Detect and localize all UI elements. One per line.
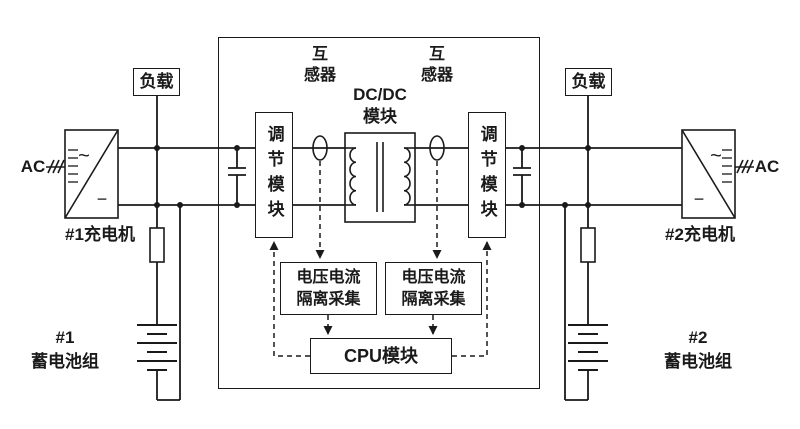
transformer-primary-coil [349, 147, 357, 206]
ct-label-right: 互 感器 [410, 44, 464, 86]
battery-label-left-number: #1 [55, 328, 75, 347]
charger-label-right-text: #2充电机 [665, 225, 735, 244]
transformer-symbol [344, 132, 416, 223]
ct-label-right-line2: 感器 [420, 67, 453, 84]
left-ac-lead [46, 159, 65, 174]
cpu-module-box: CPU模块 [310, 338, 452, 374]
cpu-to-right-regulator [452, 241, 492, 357]
main-unit-frame [218, 37, 540, 389]
ct-label-right-line1: 互 [428, 46, 445, 63]
regulator-module-right-label: 调节模块 [477, 125, 497, 225]
ct-label-left-line2: 感器 [303, 67, 336, 84]
left-converter-ac-symbol: ~ [78, 145, 90, 167]
left-capacitor [228, 148, 246, 205]
battery-label-right: #2 蓄电池组 [648, 326, 748, 374]
cpu-module-label: CPU模块 [343, 345, 418, 366]
load-box-left: 负载 [133, 68, 180, 96]
junction-dots [154, 145, 591, 208]
right-converter-diagonal [681, 129, 736, 219]
ac-label-right-text: AC [754, 157, 780, 176]
dcdc-label-line1: DC/DC [353, 85, 407, 104]
acquisition-box-right-line2: 隔离采集 [401, 290, 466, 308]
left-ct-symbol [312, 135, 328, 161]
transformer-box [344, 132, 416, 223]
right-converter-ac-symbol: ~ [710, 145, 722, 167]
acquisition-box-left-line2: 隔离采集 [296, 290, 361, 308]
left-battery-symbol [137, 324, 177, 371]
charger-label-left: #1充电机 [50, 224, 150, 246]
left-converter-box [64, 129, 119, 219]
right-battery-symbol [568, 324, 608, 371]
charger-label-right: #2充电机 [650, 224, 750, 246]
battery-label-left: #1 蓄电池组 [18, 326, 112, 374]
acquisition-box-left: 电压电流 隔离采集 [280, 262, 377, 315]
right-ac-lead [735, 159, 754, 174]
right-converter-dc-symbol: − [694, 189, 705, 209]
left-converter-hatch [68, 149, 78, 183]
acquisition-box-left-line1: 电压电流 [296, 268, 361, 286]
ac-label-left-text: AC [20, 157, 46, 176]
load-box-left-label: 负载 [139, 72, 174, 92]
dcdc-label-line2: 模块 [363, 107, 397, 126]
left-converter [64, 129, 119, 219]
regulator-module-left-label: 调节模块 [264, 125, 284, 225]
right-converter [681, 129, 736, 219]
regulator-module-right: 调节模块 [468, 112, 506, 238]
right-converter-box [681, 129, 736, 219]
acquisition-box-right: 电压电流 隔离采集 [385, 262, 482, 315]
charger-label-left-text: #1充电机 [65, 225, 135, 244]
ct-label-left-line1: 互 [311, 46, 328, 63]
ct-label-left: 互 感器 [293, 44, 347, 86]
battery-label-right-name: 蓄电池组 [664, 352, 732, 371]
left-converter-diagonal [64, 129, 119, 219]
left-resistor [149, 227, 165, 263]
ac-label-right: AC [752, 156, 782, 178]
right-resistor [580, 227, 596, 263]
right-capacitor [513, 148, 531, 205]
transformer-secondary-coil [403, 147, 411, 206]
load-box-right-label: 负载 [571, 72, 606, 92]
signal-dashed-lines [269, 161, 492, 357]
load-box-right: 负载 [565, 68, 612, 96]
ac-label-left: AC [18, 156, 48, 178]
left-converter-dc-symbol: − [97, 189, 108, 209]
battery-label-right-number: #2 [688, 328, 708, 347]
right-converter-hatch [722, 149, 732, 183]
right-ct-symbol [429, 135, 445, 161]
cpu-to-left-regulator [269, 241, 310, 357]
regulator-module-left: 调节模块 [255, 112, 293, 238]
acquisition-box-right-line1: 电压电流 [401, 268, 466, 286]
battery-label-left-name: 蓄电池组 [31, 352, 99, 371]
left-branch [137, 96, 181, 401]
right-branch [564, 96, 608, 401]
dcdc-label: DC/DC 模块 [338, 84, 422, 128]
